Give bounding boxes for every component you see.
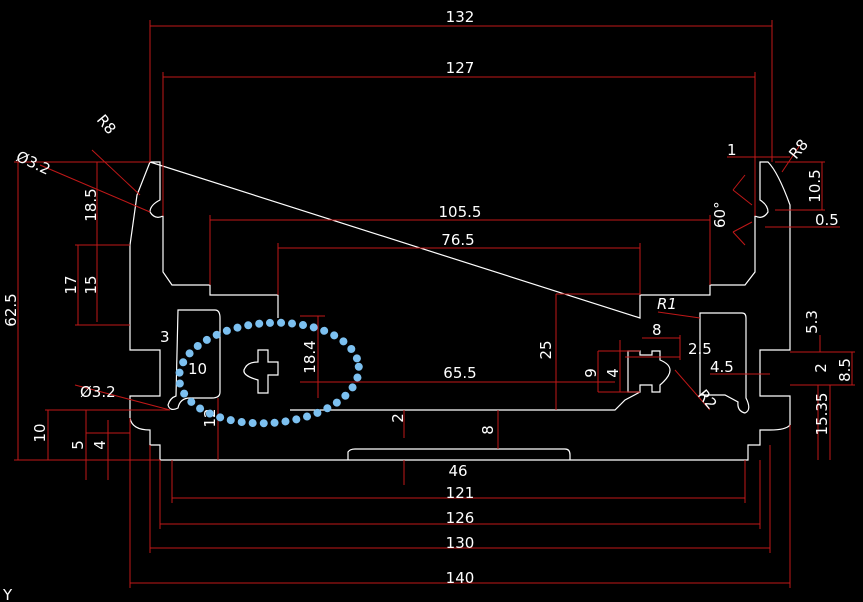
dim-121: 121: [446, 484, 475, 502]
radius-r8-left: R8: [93, 111, 120, 138]
dim-18-4: 18.4: [301, 340, 319, 373]
dim-10-vertical: 10: [31, 423, 49, 442]
dim-2: 2: [389, 413, 407, 423]
aluminium-profile-outline: [129, 161, 791, 461]
dim-126: 126: [446, 509, 475, 527]
dim-8-horizontal: 8: [652, 321, 662, 339]
dim-5-3: 5.3: [803, 310, 821, 334]
dim-4: 4: [91, 440, 109, 450]
dim-65-5: 65.5: [443, 364, 476, 382]
dim-130: 130: [446, 534, 475, 552]
y-axis-label: Y: [2, 586, 13, 602]
dim-132: 132: [446, 8, 475, 26]
dim-10-horizontal: 10: [188, 360, 207, 378]
right-slot: [627, 350, 671, 393]
dimension-lines: [14, 20, 855, 588]
dim-140: 140: [446, 569, 475, 587]
dim-4-5: 4.5: [710, 358, 734, 376]
dim-8-5: 8.5: [836, 358, 854, 382]
dim-127: 127: [446, 59, 475, 77]
dim-9: 9: [582, 368, 600, 378]
left-inner-chamber: [167, 309, 221, 411]
dim-18-5: 18.5: [82, 188, 100, 221]
dim-15-35: 15.35: [813, 393, 831, 436]
radius-r8-right: R8: [785, 136, 812, 163]
dim-105-5: 105.5: [439, 203, 482, 221]
dim-10-5: 10.5: [806, 169, 824, 202]
selection-ellipse-highlight: [175, 318, 363, 428]
dim-1: 1: [727, 141, 737, 159]
angle-60: 60°: [711, 201, 729, 228]
dim-15: 15: [82, 275, 100, 294]
dim-17: 17: [62, 275, 80, 294]
radius-r1: R1: [657, 295, 677, 313]
dim-4-slot: 4: [604, 368, 622, 378]
dim-76-5: 76.5: [441, 231, 474, 249]
center-slot: [243, 349, 279, 394]
dim-2-5: 2.5: [688, 340, 712, 358]
diameter-bottom: Ø3.2: [80, 383, 116, 401]
bottom-groove: [347, 448, 571, 460]
dim-46: 46: [448, 462, 467, 480]
dim-62-5: 62.5: [2, 293, 20, 326]
dim-12: 12: [201, 408, 219, 427]
dim-8-vertical: 8: [479, 425, 497, 435]
dim-0-5: 0.5: [815, 211, 839, 229]
diameter-top: Ø3.2: [13, 147, 53, 178]
right-inner-chamber: [699, 312, 750, 414]
dim-25: 25: [537, 340, 555, 359]
radius-r2: R2: [694, 386, 721, 413]
dim-3: 3: [160, 328, 170, 346]
dim-2-right: 2: [812, 363, 830, 373]
inner-floor: [290, 391, 641, 411]
dim-5: 5: [69, 440, 87, 450]
